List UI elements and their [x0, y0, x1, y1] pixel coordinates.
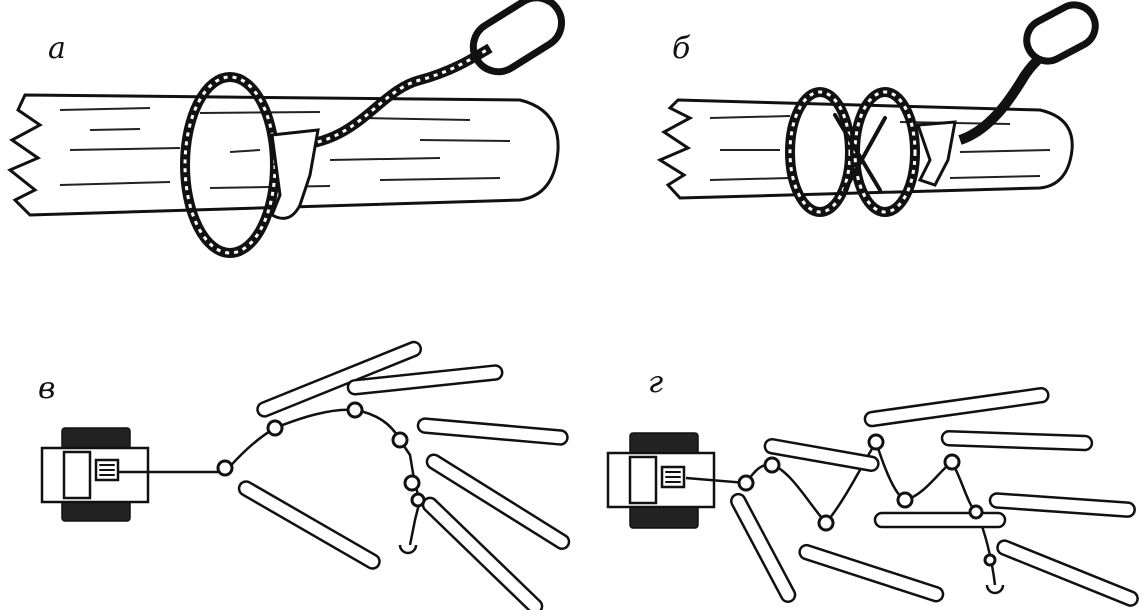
choker-rope-b-icon [785, 54, 1044, 217]
shackle-ring-b-icon [1023, 1, 1099, 65]
pole-icon [237, 480, 381, 570]
pole-icon [256, 340, 423, 418]
winch-v-icon [40, 427, 150, 522]
pole-icon [996, 539, 1139, 607]
pole-icon [730, 492, 797, 604]
hook-end-v [398, 544, 418, 555]
pole-icon [425, 453, 571, 550]
winch-g-icon [606, 432, 716, 529]
hook-b-icon [915, 120, 957, 187]
panel-label-g: г [648, 365, 663, 400]
pole-icon [988, 492, 1136, 518]
panel-g: г [606, 365, 1139, 607]
pole-icon [416, 417, 569, 446]
poles-v [237, 340, 571, 610]
hook-end-g [985, 584, 1005, 595]
poles-g [730, 386, 1139, 607]
panel-label-a: а [48, 31, 66, 66]
panel-a: а [7, 0, 566, 258]
pole-icon [940, 429, 1094, 452]
nodes-v [216, 401, 426, 508]
panel-label-b: б [672, 31, 691, 66]
panel-v: в [38, 340, 571, 610]
hook-a-icon [270, 128, 320, 220]
pole-icon [763, 437, 880, 473]
pole-icon [346, 364, 504, 396]
pole-icon [873, 511, 1007, 529]
nodes-g [737, 433, 997, 567]
shackle-ring-a-icon [469, 0, 566, 76]
panel-b: б [656, 1, 1099, 217]
panel-label-v: в [38, 371, 55, 406]
pole-icon [798, 543, 945, 603]
pole-icon [863, 386, 1050, 428]
